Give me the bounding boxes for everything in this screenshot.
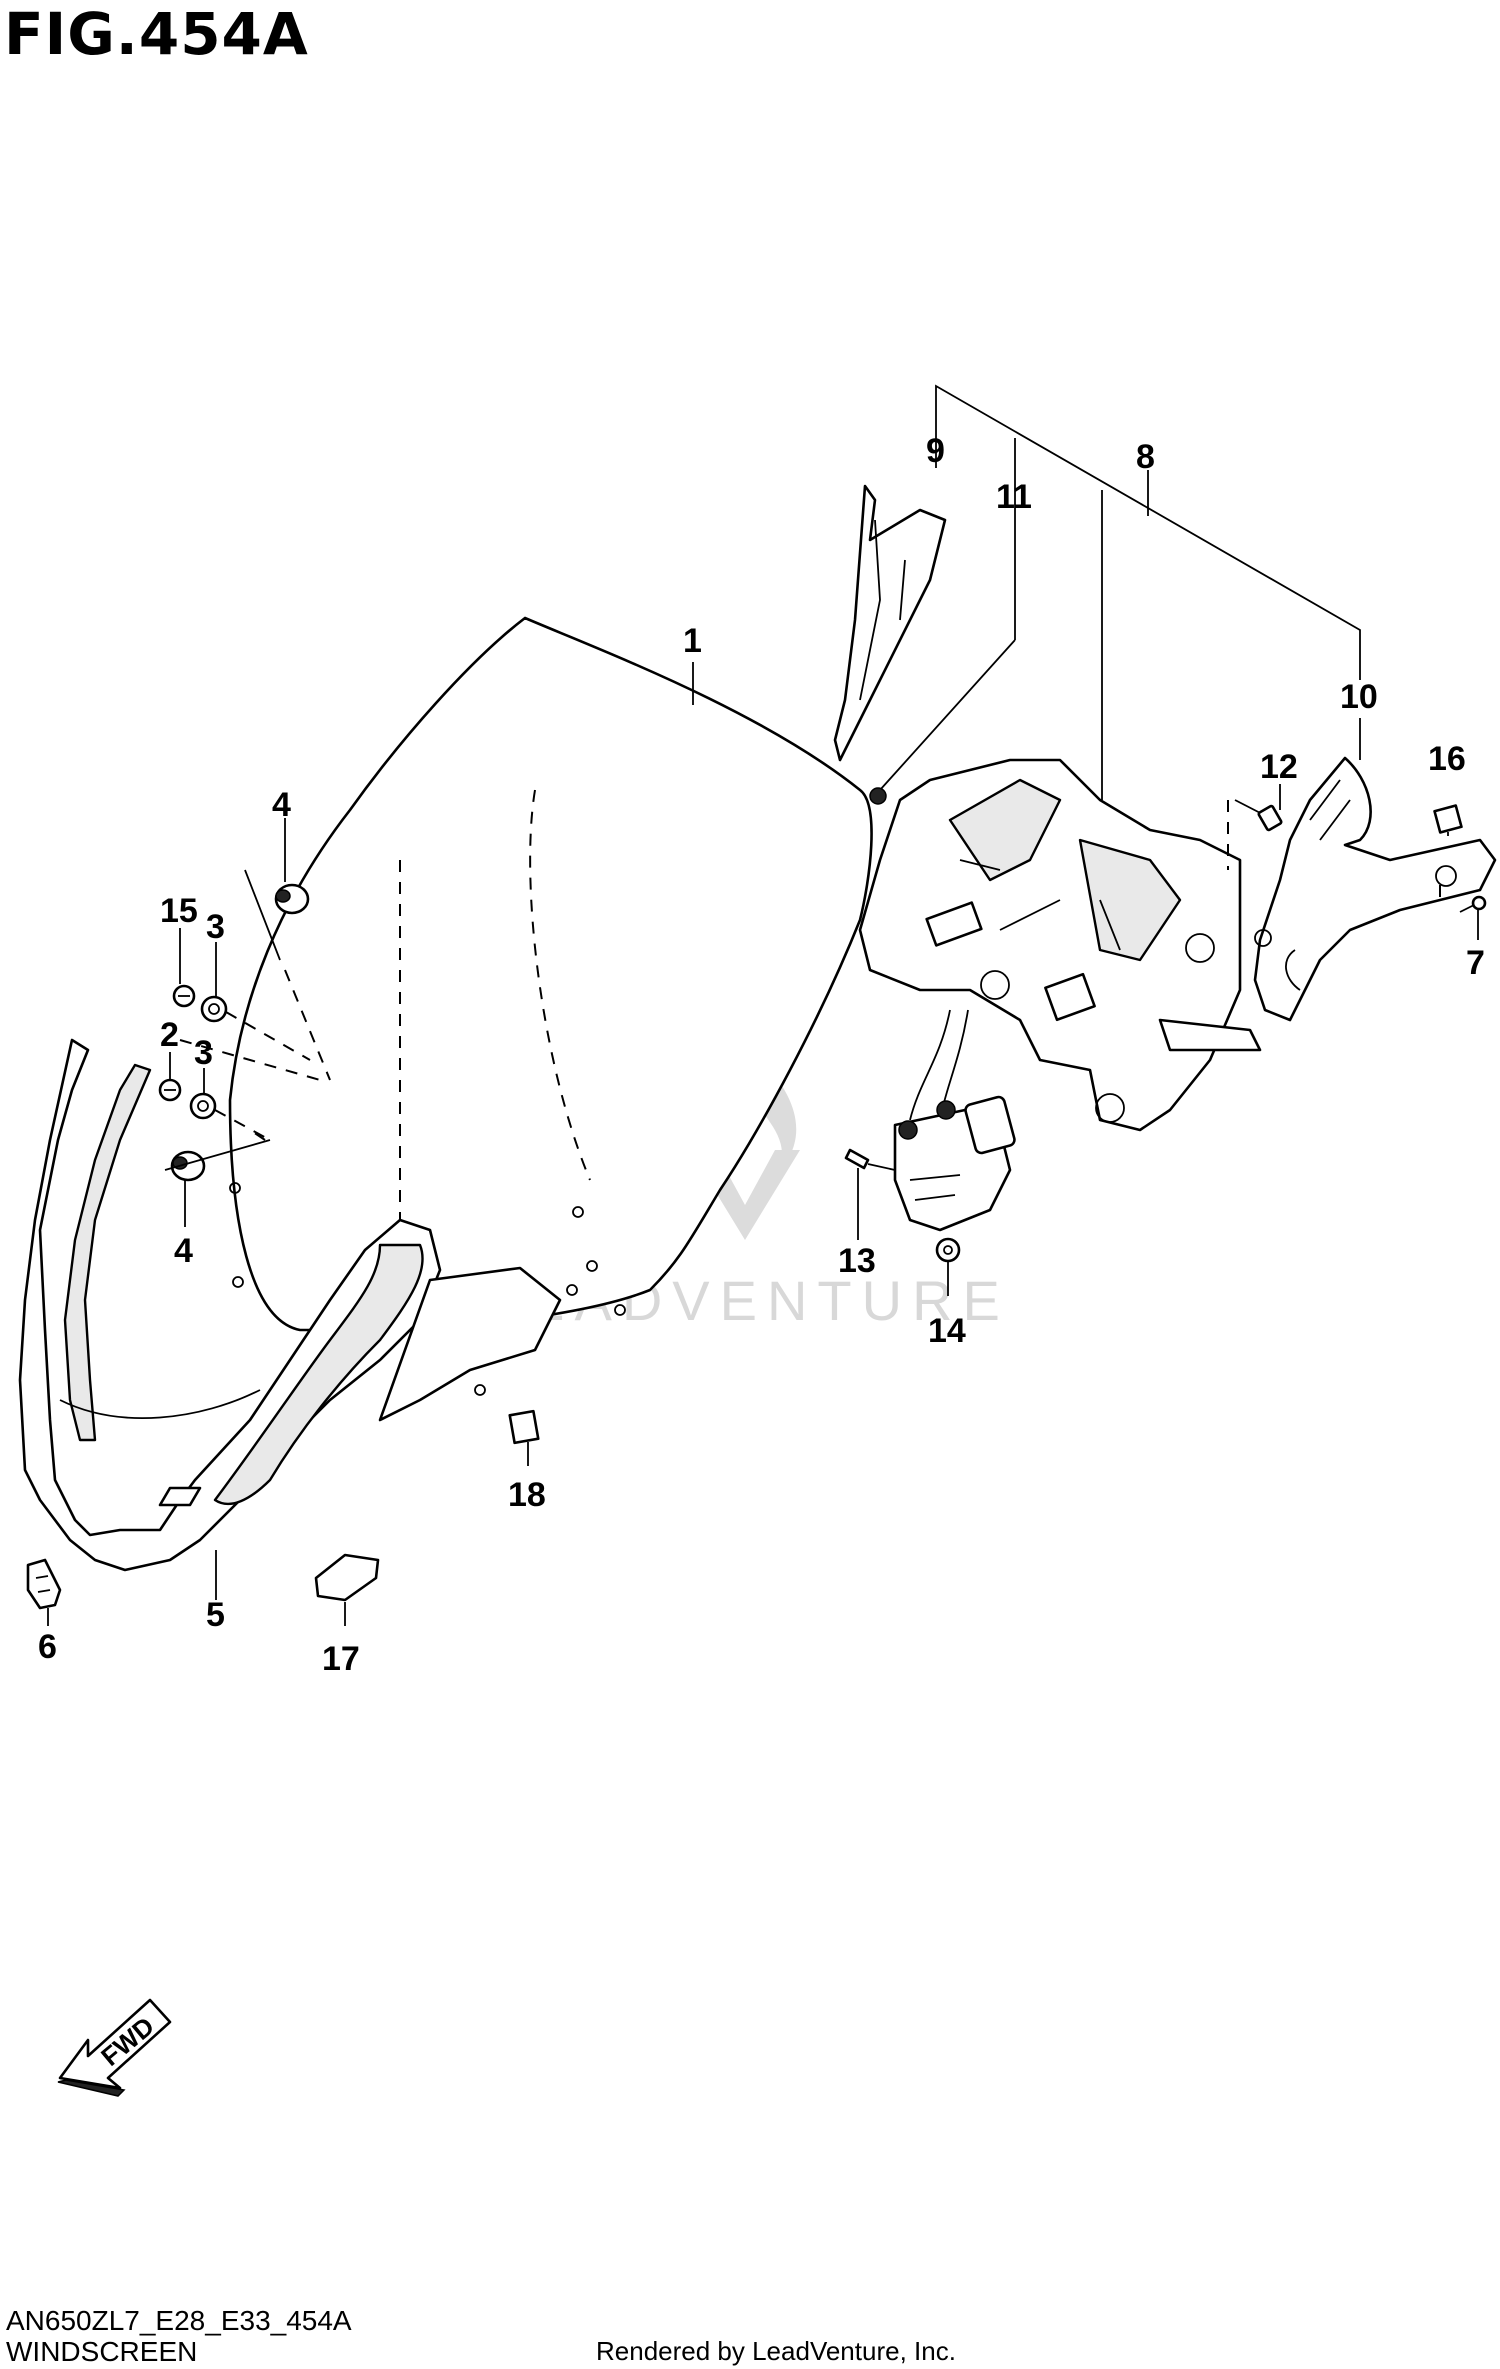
lower-cowl-part-5[interactable]	[18, 1038, 442, 1572]
screw-part-13[interactable]	[844, 1148, 896, 1171]
callout-12[interactable]: 12	[1260, 748, 1298, 786]
clip-part-6[interactable]	[26, 1558, 62, 1610]
callout-15[interactable]: 15	[160, 892, 198, 930]
figure-title: FIG.454A	[4, 0, 309, 68]
screw-part-15[interactable]	[172, 984, 196, 1008]
screw-part-2[interactable]	[158, 1078, 182, 1102]
callout-numbers: 1 2 3 3 4 4 5 6 7 8 9 10 11 12 13 14 15 …	[38, 432, 1485, 1678]
pad-part-17[interactable]	[314, 1553, 380, 1602]
screw-part-7[interactable]	[1459, 895, 1487, 913]
callout-4-lower[interactable]: 4	[174, 1232, 193, 1270]
rendered-by-credit: Rendered by LeadVenture, Inc.	[596, 2336, 956, 2366]
callout-8[interactable]: 8	[1136, 438, 1155, 476]
leader-lines	[47, 662, 1479, 1626]
callout-16[interactable]: 16	[1428, 740, 1466, 778]
callout-4-upper[interactable]: 4	[272, 786, 291, 824]
callout-2[interactable]: 2	[160, 1016, 179, 1054]
callout-18[interactable]: 18	[508, 1476, 546, 1514]
callout-10[interactable]: 10	[1340, 678, 1378, 716]
bolt-part-12[interactable]	[1234, 799, 1283, 832]
windscreen-part-1[interactable]	[228, 616, 873, 1332]
callout-3-lower[interactable]: 3	[194, 1034, 213, 1072]
callout-13[interactable]: 13	[838, 1242, 876, 1280]
callout-11[interactable]: 11	[996, 478, 1032, 516]
callout-7[interactable]: 7	[1466, 944, 1485, 982]
callout-17[interactable]: 17	[322, 1640, 360, 1678]
nut-part-11[interactable]	[869, 787, 887, 805]
diagram-code: AN650ZL7_E28_E33_454A	[6, 2305, 352, 2336]
clip-part-18[interactable]	[508, 1409, 540, 1445]
upper-bracket-part-9[interactable]	[833, 484, 947, 762]
section-name: WINDSCREEN	[6, 2336, 198, 2367]
callout-14[interactable]: 14	[928, 1312, 966, 1350]
motor-actuator[interactable]	[893, 1009, 1016, 1232]
callout-6[interactable]: 6	[38, 1628, 57, 1666]
callout-3-upper[interactable]: 3	[206, 908, 225, 946]
bracket-group-lines	[879, 384, 1361, 800]
washer-part-3-upper[interactable]	[200, 995, 228, 1023]
callout-5[interactable]: 5	[206, 1596, 225, 1634]
clip-part-16[interactable]	[1433, 804, 1463, 834]
callout-9[interactable]: 9	[926, 432, 945, 470]
callout-1[interactable]: 1	[683, 622, 702, 660]
washer-part-3-lower[interactable]	[189, 1092, 217, 1120]
nut-part-14[interactable]	[935, 1237, 961, 1263]
grommet-part-4-upper[interactable]	[274, 883, 310, 915]
forward-direction-arrow: FWD	[57, 1998, 172, 2097]
side-cover-part-10[interactable]	[1253, 756, 1497, 1022]
grommet-part-4-lower[interactable]	[170, 1150, 206, 1182]
main-bracket-part-8[interactable]	[858, 758, 1262, 1132]
